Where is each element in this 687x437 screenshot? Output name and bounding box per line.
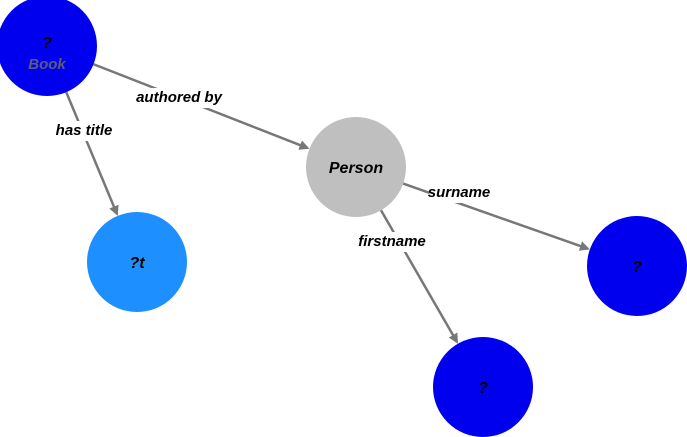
node-label: ? — [632, 259, 642, 276]
node-surname[interactable]: ? — [587, 216, 687, 316]
node-label: ?t — [129, 255, 145, 272]
edge-label-text: has title — [56, 122, 113, 139]
node-circle-class-node[interactable] — [306, 117, 406, 217]
node-firstname[interactable]: ? — [433, 337, 533, 437]
node-book[interactable]: ? Book — [0, 0, 97, 96]
edge-firstname[interactable] — [379, 209, 459, 344]
node-label: ? — [42, 35, 52, 52]
edge-label-authored-by[interactable]: authored by — [134, 88, 224, 108]
node-person[interactable]: Person — [306, 117, 406, 217]
edge-label-surname[interactable]: surname — [428, 183, 491, 203]
edge-label-background — [134, 88, 224, 108]
edge-label-background — [46, 121, 122, 141]
node-type-label: Book — [28, 56, 66, 73]
node-circle-literal-node[interactable] — [87, 212, 187, 312]
node-circle-variable-node[interactable] — [587, 216, 687, 316]
edge-label-background — [429, 183, 489, 203]
edge-label-text: firstname — [358, 233, 426, 250]
edge-has-title[interactable] — [65, 91, 119, 216]
node-circle-variable-node[interactable] — [433, 337, 533, 437]
node-circle-variable-node[interactable] — [0, 0, 97, 96]
node-label: Person — [329, 160, 383, 177]
edge-label-has-title[interactable]: has title — [46, 121, 122, 141]
edge-label-text: surname — [428, 184, 491, 201]
node-label: ? — [478, 380, 488, 397]
node-title[interactable]: ?t — [87, 212, 187, 312]
edge-labels-layer: authored by has title surname firstname — [46, 88, 491, 252]
edge-label-firstname[interactable]: firstname — [354, 232, 430, 252]
edge-label-text: authored by — [136, 89, 222, 106]
edge-label-background — [354, 232, 430, 252]
